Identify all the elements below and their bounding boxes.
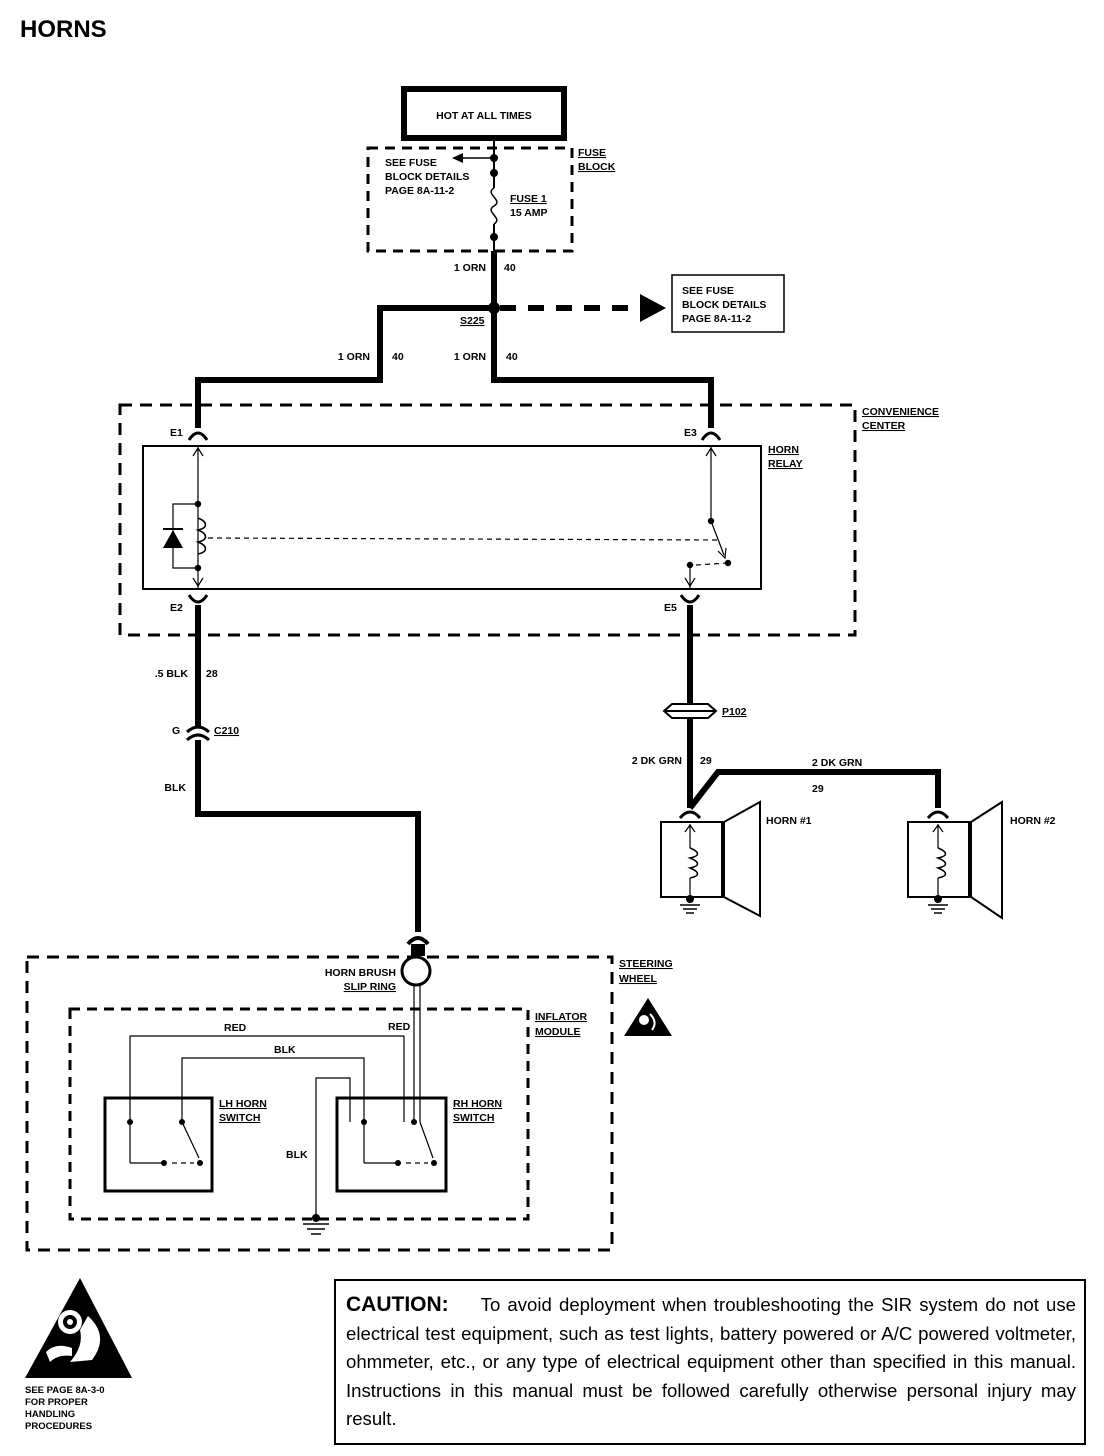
lh-horn-switch: LH HORN SWITCH	[103, 1096, 267, 1193]
lh-switch-label-1: LH HORN	[219, 1098, 267, 1110]
relay-armature-link	[207, 537, 719, 541]
wire-relay-ground-color: .5 BLK	[155, 668, 189, 680]
steering-wheel: STEERING WHEEL	[25, 955, 673, 1252]
wire-blk-ground-label: BLK	[286, 1149, 308, 1161]
fuse-rating: 15 AMP	[510, 207, 548, 219]
wire-splice-right-color: 1 ORN	[454, 351, 486, 363]
splice-s225: S225 SEE FUSE BLOCK DETAILS PAGE 8A-11-2	[460, 274, 785, 333]
splice-ref-2: BLOCK DETAILS	[682, 299, 766, 311]
relay-coil-icon	[195, 517, 207, 555]
page-title: HORNS	[20, 16, 107, 43]
terminal-e3-label: E3	[684, 427, 697, 439]
fuse-name: FUSE 1	[510, 193, 547, 205]
horn-2: HORN #2	[907, 800, 1056, 920]
power-source-box: HOT AT ALL TIMES	[401, 86, 567, 141]
wire-splice-right-circuit: 40	[506, 351, 518, 363]
wire-splice-right	[491, 308, 714, 428]
horn-relay: HORN RELAY	[142, 444, 803, 590]
wire-c210-out	[195, 740, 421, 932]
lh-switch-label-2: SWITCH	[219, 1112, 260, 1124]
wire-horn1-feed-circuit: 29	[700, 755, 712, 767]
wire-fuse-out-circuit: 40	[504, 262, 516, 274]
connector-c210: G C210	[172, 725, 239, 742]
fuse-block-label-1: FUSE	[578, 147, 606, 159]
wire-splice-left-color: 1 ORN	[338, 351, 370, 363]
horn-1-icon	[723, 800, 761, 918]
splice-ref-1: SEE FUSE	[682, 285, 734, 297]
convenience-center-label-1: CONVENIENCE	[862, 406, 939, 418]
rh-switch-label-1: RH HORN	[453, 1098, 502, 1110]
inflator-module-label-1: INFLATOR	[535, 1011, 588, 1023]
sir-handling-note: SEE PAGE 8A-3-0 FOR PROPER HANDLING PROC…	[25, 1385, 105, 1432]
caution-heading: CAUTION:	[346, 1293, 449, 1316]
wire-horn2-feed-circuit: 29	[812, 783, 824, 795]
arrow-left-icon	[452, 153, 463, 163]
convenience-center: CONVENIENCE CENTER	[118, 403, 939, 637]
fuse-block: FUSE BLOCK SEE FUSE BLOCK DETAILS PAGE 8…	[366, 138, 616, 253]
relay-coil-circuit	[163, 446, 719, 589]
fuse-icon	[490, 187, 498, 225]
steering-wheel-label-1: STEERING	[619, 958, 673, 970]
rh-horn-switch: RH HORN SWITCH	[335, 1096, 502, 1193]
terminal-e1-label: E1	[170, 427, 183, 439]
inflator-module-label-2: MODULE	[535, 1026, 581, 1038]
wire-horn2-feed-color: 2 DK GRN	[812, 757, 862, 769]
fuse-see-2: BLOCK DETAILS	[385, 171, 469, 183]
terminal-e5-label: E5	[664, 602, 677, 614]
wire-horn1-feed-color: 2 DK GRN	[632, 755, 682, 767]
power-source-label: HOT AT ALL TIMES	[436, 110, 532, 122]
connector-c210-label: C210	[214, 725, 239, 737]
horn-relay-label-1: HORN	[768, 444, 799, 456]
terminal-e2-label: E2	[170, 602, 183, 614]
splice-name: S225	[460, 315, 485, 327]
splice-ref-3: PAGE 8A-11-2	[682, 313, 751, 325]
wire-horn2-feed	[687, 769, 941, 810]
horn-brush-label-2: SLIP RING	[344, 981, 396, 993]
caution-box: CAUTION:To avoid deployment when trouble…	[334, 1279, 1086, 1445]
horn-relay-label-2: RELAY	[768, 458, 803, 470]
fuse-block-label-2: BLOCK	[578, 161, 616, 173]
convenience-center-label-2: CENTER	[862, 420, 906, 432]
horn-brush-label-1: HORN BRUSH	[325, 967, 396, 979]
arrow-right-icon	[640, 294, 666, 322]
relay-contact-circuit	[684, 446, 732, 589]
wire-splice-left-circuit: 40	[392, 351, 404, 363]
horn-2-label: HORN #2	[1010, 815, 1056, 827]
wire-c210-out-color: BLK	[164, 782, 186, 794]
terminal-e1: E1	[170, 427, 209, 441]
horn-2-icon	[970, 800, 1003, 920]
connector-p102: P102	[662, 703, 747, 719]
splice-ref-box	[671, 274, 785, 333]
caution-text: To avoid deployment when troubleshooting…	[346, 1294, 1076, 1429]
wire-relay-ground-circuit: 28	[206, 668, 218, 680]
wire-red-right-label: RED	[388, 1021, 411, 1033]
diode-icon	[163, 530, 183, 548]
horn-1: HORN #1	[660, 800, 812, 918]
wire-blk-top-label: BLK	[274, 1044, 296, 1056]
connector-p102-label: P102	[722, 706, 747, 718]
wire-splice-left	[195, 305, 494, 428]
connector-c210-pin: G	[172, 725, 180, 737]
steering-wheel-label-2: WHEEL	[619, 973, 658, 985]
fuse-see-1: SEE FUSE	[385, 157, 437, 169]
wire-red-left-label: RED	[224, 1022, 247, 1034]
terminal-e5: E5	[664, 594, 701, 614]
inflator-module: INFLATOR MODULE	[68, 1007, 588, 1221]
fuse-see-3: PAGE 8A-11-2	[385, 185, 454, 197]
sir-warning-large-icon	[25, 1278, 132, 1378]
horn-1-label: HORN #1	[766, 815, 812, 827]
rh-switch-label-2: SWITCH	[453, 1112, 494, 1124]
terminal-e2: E2	[170, 594, 209, 614]
horn-switch-wiring: RED RED BLK BLK	[129, 985, 421, 1235]
wire-fuse-out-color: 1 ORN	[454, 262, 486, 274]
terminal-e3: E3	[684, 427, 722, 441]
horn-brush-slip-ring: HORN BRUSH SLIP RING	[325, 936, 432, 993]
